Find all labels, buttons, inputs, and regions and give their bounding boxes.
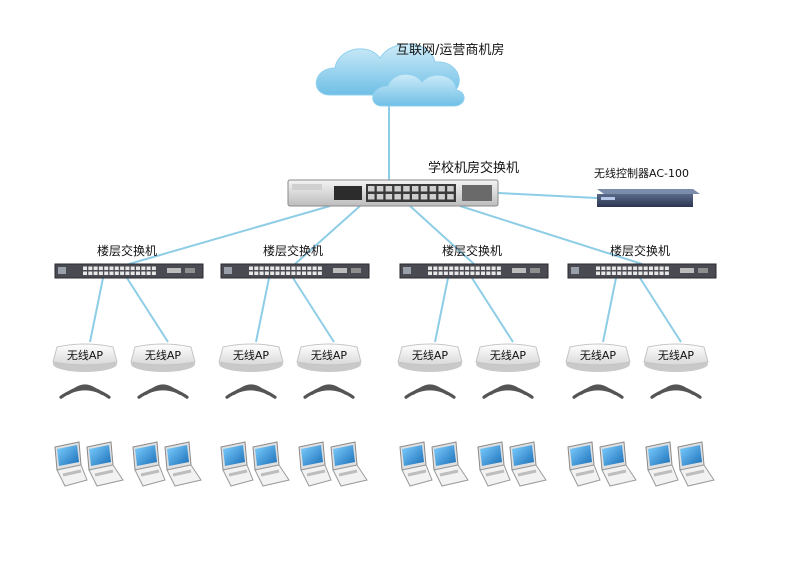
floor-ap-link-2 bbox=[126, 277, 169, 343]
ap-label: 无线AP bbox=[145, 348, 182, 362]
core-switch[interactable] bbox=[287, 179, 499, 207]
controller-label: 无线控制器AC-100 bbox=[594, 166, 689, 180]
laptop-icon bbox=[509, 441, 547, 487]
wifi-signal-icon bbox=[482, 384, 534, 421]
wireless-controller[interactable] bbox=[597, 189, 700, 207]
access-point-3[interactable]: 无线AP bbox=[218, 343, 284, 372]
laptop-icon bbox=[220, 441, 254, 487]
laptop-icon bbox=[132, 441, 166, 487]
ap-label: 无线AP bbox=[67, 348, 104, 362]
access-point-5[interactable]: 无线AP bbox=[397, 343, 463, 372]
core-floor-link-2 bbox=[294, 205, 361, 265]
access-point-4[interactable]: 无线AP bbox=[296, 343, 362, 372]
access-point-6[interactable]: 无线AP bbox=[475, 343, 541, 372]
core-switch-label: 学校机房交换机 bbox=[428, 160, 519, 176]
laptop-icon bbox=[330, 441, 368, 487]
switch-icon bbox=[399, 263, 549, 279]
laptop-icon bbox=[677, 441, 715, 487]
core-floor-link-4 bbox=[459, 205, 643, 265]
wifi-signal-icon bbox=[303, 384, 355, 421]
wireless-ap-icon bbox=[397, 343, 463, 372]
access-point-8[interactable]: 无线AP bbox=[643, 343, 709, 372]
ap-label: 无线AP bbox=[233, 348, 270, 362]
wifi-signal-icon bbox=[572, 384, 624, 421]
wifi-signal-icon bbox=[650, 384, 702, 421]
laptop-icon bbox=[298, 441, 332, 487]
ap-label: 无线AP bbox=[658, 348, 695, 362]
core-controller-link bbox=[497, 192, 598, 199]
floor-ap-link-3 bbox=[255, 277, 270, 343]
floor-ap-link-7 bbox=[602, 277, 617, 343]
core-floor-link-1 bbox=[128, 205, 331, 265]
core-floor-link-3 bbox=[409, 205, 475, 265]
access-point-1[interactable]: 无线AP bbox=[52, 343, 118, 372]
floor-switch-label: 楼层交换机 bbox=[263, 243, 323, 258]
controller-icon bbox=[597, 189, 700, 207]
floor-ap-link-6 bbox=[471, 277, 514, 343]
wireless-ap-icon bbox=[218, 343, 284, 372]
wireless-ap-icon bbox=[643, 343, 709, 372]
access-point-7[interactable]: 无线AP bbox=[565, 343, 631, 372]
laptop-icon bbox=[252, 441, 290, 487]
wireless-ap-icon bbox=[565, 343, 631, 372]
link-lines bbox=[89, 100, 682, 343]
wifi-signal-icon bbox=[404, 384, 456, 421]
floor-switch-2[interactable] bbox=[220, 263, 370, 279]
laptop-icon bbox=[86, 441, 124, 487]
floor-ap-link-5 bbox=[434, 277, 449, 343]
laptop-icon bbox=[164, 441, 202, 487]
ap-label: 无线AP bbox=[490, 348, 527, 362]
wireless-ap-icon bbox=[130, 343, 196, 372]
switch-icon bbox=[287, 179, 499, 207]
ap-label: 无线AP bbox=[311, 348, 348, 362]
wireless-ap-icon bbox=[296, 343, 362, 372]
wifi-signal-icon bbox=[59, 384, 111, 421]
switch-icon bbox=[220, 263, 370, 279]
wireless-ap-icon bbox=[52, 343, 118, 372]
laptop-icon bbox=[567, 441, 601, 487]
floor-ap-link-8 bbox=[639, 277, 682, 343]
laptop-icon bbox=[477, 441, 511, 487]
floor-switch-4[interactable] bbox=[567, 263, 717, 279]
laptop-icon bbox=[431, 441, 469, 487]
switch-icon bbox=[54, 263, 204, 279]
floor-switch-label: 楼层交换机 bbox=[97, 243, 157, 258]
cloud-icon bbox=[315, 43, 465, 107]
laptop-icon bbox=[599, 441, 637, 487]
floor-switch-1[interactable] bbox=[54, 263, 204, 279]
wireless-ap-icon bbox=[475, 343, 541, 372]
laptop-icon bbox=[399, 441, 433, 487]
switch-icon bbox=[567, 263, 717, 279]
cloud-label: 互联网/运营商机房 bbox=[396, 42, 504, 58]
floor-ap-link-4 bbox=[292, 277, 335, 343]
access-point-2[interactable]: 无线AP bbox=[130, 343, 196, 372]
ap-label: 无线AP bbox=[580, 348, 617, 362]
laptop-icon bbox=[645, 441, 679, 487]
wifi-signal-icon bbox=[137, 384, 189, 421]
floor-switch-label: 楼层交换机 bbox=[610, 243, 670, 258]
floor-ap-link-1 bbox=[89, 277, 104, 343]
ap-label: 无线AP bbox=[412, 348, 449, 362]
laptop-icon bbox=[54, 441, 88, 487]
floor-switch-3[interactable] bbox=[399, 263, 549, 279]
floor-switch-label: 楼层交换机 bbox=[442, 243, 502, 258]
wifi-signal-icon bbox=[225, 384, 277, 421]
